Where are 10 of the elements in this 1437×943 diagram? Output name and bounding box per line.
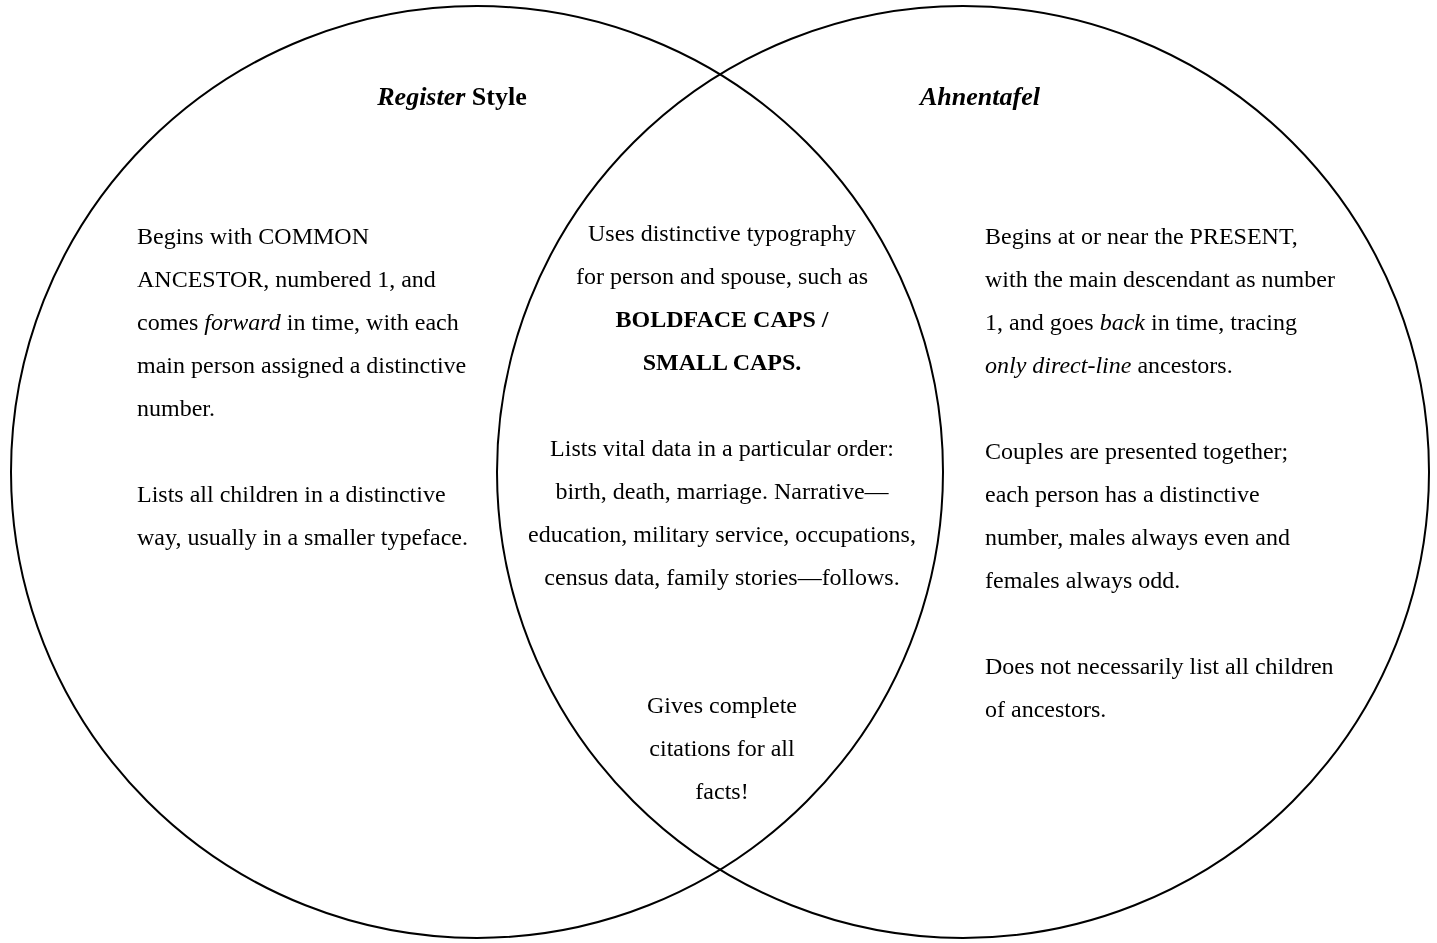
overlap-text: Lists vital data in a particular order: birth, death, marriage. Narrative—education, military service, occupations, census data, family stories—follows. <box>527 434 917 592</box>
description-text: Does not necessarily list all children of ancestors. <box>985 652 1335 724</box>
description-text: Begins at or near the PRESENT, with the main descendant as number 1, and goes back in time, tracing only direct-line ancestors. <box>985 222 1335 380</box>
description-text: Couples are presented together; each person has a distinctive number, males always even and females always odd. <box>985 437 1291 595</box>
overlap-text: Uses distinctive typography for person and spouse, such as BOLDFACE CAPS / SMALL CAPS. <box>575 219 869 377</box>
description-text: Lists all children in a distinctive way, usually in a smaller typeface. <box>137 480 469 552</box>
circle-heading: Ahnentafel <box>917 81 1041 113</box>
overlap-text: Gives complete citations for all facts! <box>646 691 798 806</box>
description-text: Begins with COMMON ANCESTOR, numbered 1, and comes forward in time, with each main person assigned a distinctive number. <box>137 222 468 423</box>
circle-heading: Register Style <box>376 81 528 113</box>
